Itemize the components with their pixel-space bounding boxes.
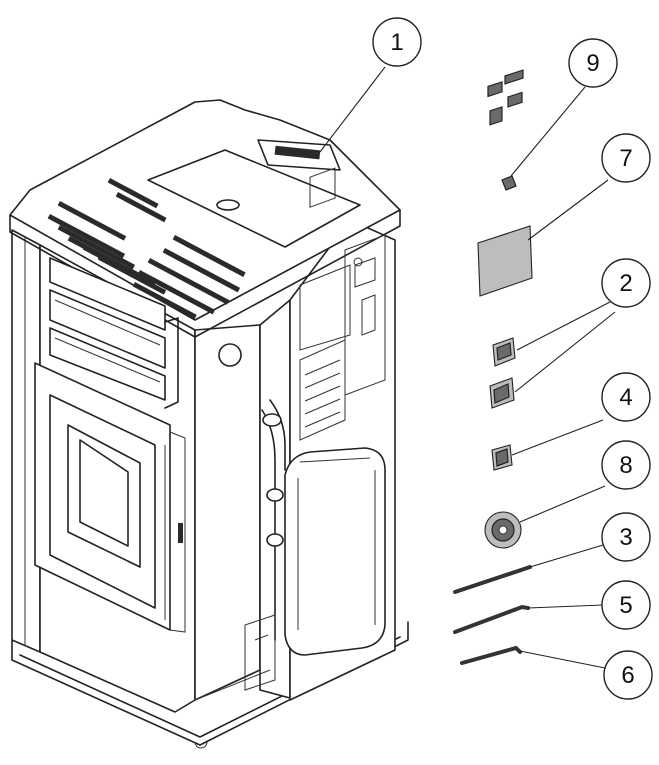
part-3 xyxy=(453,565,532,594)
callout-4-label: 4 xyxy=(619,384,632,411)
part-6 xyxy=(460,645,522,665)
callout-8-label: 8 xyxy=(619,452,632,479)
callout-3-label: 3 xyxy=(619,524,632,551)
rear-hatch xyxy=(299,339,346,441)
part-2b xyxy=(489,377,515,409)
callout-3: 3 xyxy=(601,512,651,562)
callout-9-label: 9 xyxy=(586,50,599,77)
callout-2: 2 xyxy=(601,258,651,308)
part-7 xyxy=(477,69,533,297)
part-4 xyxy=(491,444,513,471)
leader-lines xyxy=(319,66,616,669)
callout-2-label: 2 xyxy=(619,270,632,297)
callout-7: 7 xyxy=(601,133,651,183)
top-vent-slots-right xyxy=(132,234,246,320)
callout-1: 1 xyxy=(372,17,422,67)
part-2a xyxy=(492,337,516,367)
callout-9: 9 xyxy=(568,38,618,88)
callout-6: 6 xyxy=(603,650,653,700)
callout-1-label: 1 xyxy=(390,29,403,56)
spare-parts xyxy=(453,69,533,665)
callout-5: 5 xyxy=(601,580,651,630)
part-9 xyxy=(501,175,517,191)
callout-5-label: 5 xyxy=(619,592,632,619)
top-vent-slots-left xyxy=(47,178,167,295)
part-5 xyxy=(453,604,530,634)
callout-4: 4 xyxy=(601,372,651,422)
callout-8: 8 xyxy=(601,440,651,490)
stove-body xyxy=(9,99,409,749)
part-8 xyxy=(484,511,522,549)
callout-6-label: 6 xyxy=(621,662,634,689)
callout-7-label: 7 xyxy=(619,145,632,172)
